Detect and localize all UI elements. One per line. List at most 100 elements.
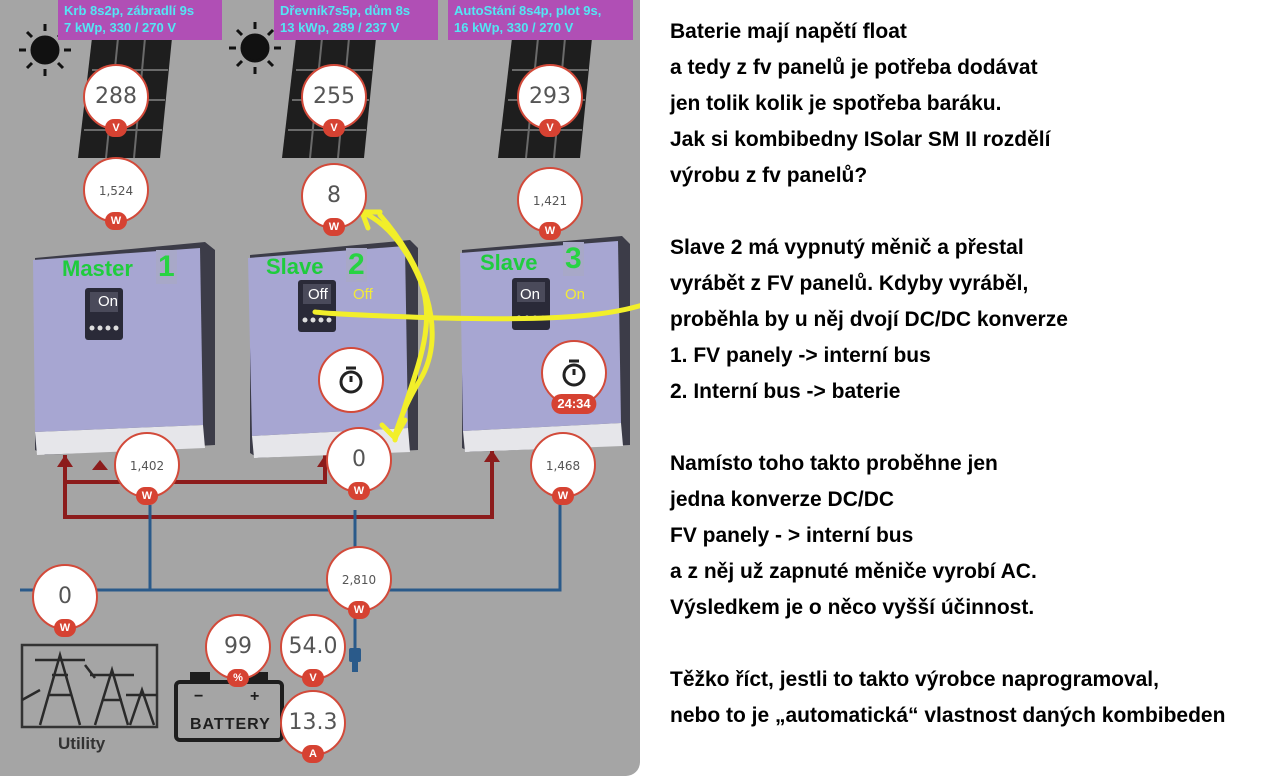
ac-arrow xyxy=(92,460,108,470)
unit-badge: A xyxy=(302,745,324,763)
text-line: a z něj už zapnuté měniče vyrobí AC. xyxy=(670,560,1037,583)
inverter-screen-state-2: Off xyxy=(308,286,328,303)
svg-text:+: + xyxy=(250,688,259,705)
flow-arrow-down xyxy=(377,212,435,438)
timer-countdown: 24:34 xyxy=(551,394,597,414)
unit-badge: W xyxy=(348,482,370,500)
array-label-2: Dřevník7s5p, dům 8s 13 kWp, 289 / 237 V xyxy=(274,0,438,40)
array-label-line2: 13 kWp, 289 / 237 V xyxy=(280,20,400,35)
text-line: výrobu z fv panelů? xyxy=(670,164,868,187)
inverter-number-1: 1 xyxy=(156,250,177,284)
timer-gauge-2 xyxy=(318,347,384,413)
gauge-value: 1,468 xyxy=(545,459,581,473)
text-line: Baterie mají napětí float xyxy=(670,20,907,43)
power-pylon-icon xyxy=(20,643,159,729)
text-line xyxy=(670,194,1270,230)
system-diagram: − + Krb 8s2p, zábradlí 9s 7 kWp, 330 / 27… xyxy=(0,0,640,776)
gauge-value: 0 xyxy=(58,584,72,609)
battery-soc-gauge: 99% xyxy=(205,614,271,687)
sun-icon xyxy=(229,22,281,74)
explanation-text: Baterie mají napětí float a tedy z fv pan… xyxy=(670,14,1270,734)
battery-label: BATTERY xyxy=(190,716,271,733)
gauge-value: 54.0 xyxy=(288,634,338,659)
text-line: Namísto toho takto proběhne jen xyxy=(670,452,998,475)
unit-badge: % xyxy=(227,669,249,687)
flow-arrow-horizontal xyxy=(312,303,640,322)
inverter-number-3: 3 xyxy=(563,242,584,276)
inverter-icon xyxy=(33,242,215,455)
array-label-line2: 7 kWp, 330 / 270 V xyxy=(64,20,177,35)
array-label-line1: Krb 8s2p, zábradlí 9s xyxy=(64,3,195,18)
gauge-value: 2,810 xyxy=(341,573,377,587)
ac-line-master xyxy=(63,450,494,519)
plug-icon xyxy=(349,648,361,672)
text-line: Těžko říct, jestli to takto výrobce napr… xyxy=(670,668,1159,691)
inverter-screen-state-3: On xyxy=(520,286,541,303)
inverter-name-3: Slave xyxy=(480,250,538,275)
timer-gauge-3: 24:34 xyxy=(541,340,607,414)
stopwatch-icon xyxy=(562,359,586,387)
array-label-line1: Dřevník7s5p, dům 8s xyxy=(280,3,411,18)
gauge-value: 255 xyxy=(313,84,355,109)
unit-badge: W xyxy=(323,218,345,236)
text-line: nebo to je „automatická“ vlastnost danýc… xyxy=(670,704,1226,727)
inverter-status-3: On xyxy=(565,286,586,303)
unit-badge: W xyxy=(539,222,561,240)
gauge-value: 99 xyxy=(224,634,252,659)
text-line: jedna konverze DC/DC xyxy=(670,488,895,511)
arrow-head xyxy=(379,417,408,441)
array-label-3: AutoStání 8s4p, plot 9s,16 kWp, 330 / 27… xyxy=(448,0,633,40)
gauge-value: 0 xyxy=(352,447,366,472)
inverter-status-2: Off xyxy=(353,286,373,303)
utility-label: Utility xyxy=(58,734,106,753)
unit-badge: V xyxy=(539,119,561,137)
ac-arrow xyxy=(484,450,500,462)
text-line: Výsledkem je o něco vyšší účinnost. xyxy=(670,596,1035,619)
unit-badge: W xyxy=(348,601,370,619)
gauge-value: 1,524 xyxy=(98,184,134,198)
unit-badge: V xyxy=(105,119,127,137)
arrow-head xyxy=(359,209,383,231)
text-line xyxy=(670,410,1270,446)
gauge-value: 1,421 xyxy=(532,194,568,208)
gauge-value: 293 xyxy=(529,84,571,109)
text-line xyxy=(670,626,1270,662)
inverter-name-2: Slave xyxy=(266,254,324,279)
text-line: vyrábět z FV panelů. Kdyby vyráběl, xyxy=(670,272,1029,295)
text-line: 1. FV panely -> interní bus xyxy=(670,344,931,367)
unit-badge: W xyxy=(136,487,158,505)
text-line: proběhla by u něj dvojí DC/DC konverze xyxy=(670,308,1068,331)
gauge-value: 1,402 xyxy=(129,459,165,473)
inverter-number-2: 2 xyxy=(346,248,367,282)
unit-badge: V xyxy=(302,669,324,687)
text-line: a tedy z fv panelů je potřeba dodávat xyxy=(670,56,1038,79)
unit-badge: W xyxy=(552,487,574,505)
text-line: Slave 2 má vypnutý měnič a přestal xyxy=(670,236,1024,259)
gauge-value: 8 xyxy=(327,183,341,208)
unit-badge: W xyxy=(54,619,76,637)
inverter-name-1: Master xyxy=(62,256,133,281)
unit-badge: V xyxy=(323,119,345,137)
gauge-value: 13.3 xyxy=(288,710,338,735)
text-line: Jak si kombibedny ISolar SM II rozdělí xyxy=(670,128,1051,151)
array-label-line1: AutoStání 8s4p, plot 9s, xyxy=(454,3,602,18)
gauge-value: 288 xyxy=(95,84,137,109)
energy-flow-arrows xyxy=(312,209,640,443)
array-label-1: Krb 8s2p, zábradlí 9s 7 kWp, 330 / 270 V xyxy=(58,0,222,40)
text-line: 2. Interní bus -> baterie xyxy=(670,380,901,403)
inverter-screen-state-1: On xyxy=(98,293,119,310)
svg-text:−: − xyxy=(194,688,203,705)
